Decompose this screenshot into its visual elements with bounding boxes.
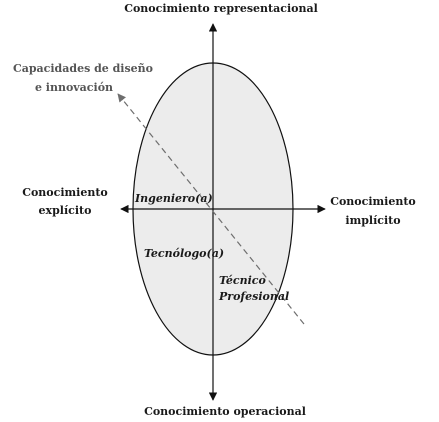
role-technologist: Tecnólogo(a) [144,247,224,260]
axis-label-left-line2: explícito [39,204,92,217]
axis-label-bottom: Conocimiento operacional [144,405,306,418]
diagonal-label-line1: Capacidades de diseño [13,62,153,75]
role-technician-line1: Técnico [219,274,266,287]
axis-label-top: Conocimiento representacional [124,2,318,15]
axis-label-left-line1: Conocimiento [22,186,108,199]
axis-label-right-line1: Conocimiento [330,195,416,208]
diagonal-label-line2: e innovación [35,81,113,94]
role-engineer: Ingeniero(a) [134,192,213,205]
role-technician-line2: Profesional [218,290,289,303]
axis-label-right-line2: implícito [345,214,400,227]
